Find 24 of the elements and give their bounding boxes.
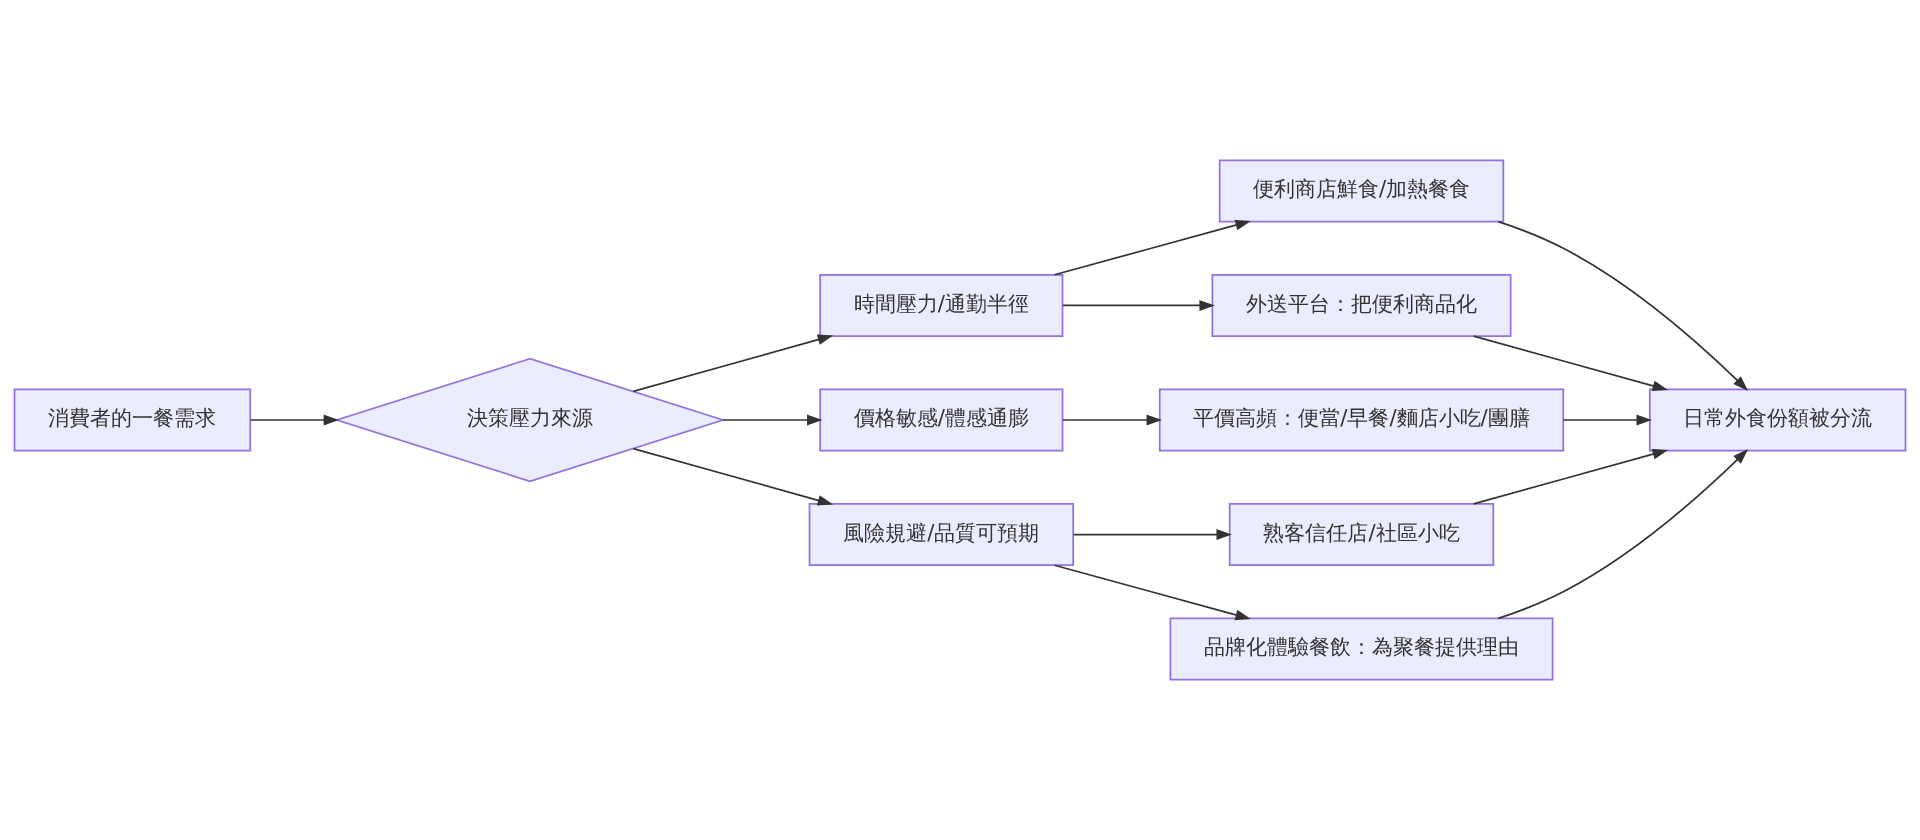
arrow [1062, 300, 1215, 311]
arrow [1562, 414, 1652, 426]
arrow [722, 414, 823, 426]
arrow [1053, 564, 1251, 621]
node-box: 風險規避/品質可預期 [808, 503, 1075, 566]
arrow [1472, 335, 1669, 392]
arrow [1497, 220, 1749, 391]
node-box: 時間壓力/通勤半徑 [819, 274, 1064, 337]
arrow [1497, 449, 1749, 620]
arrow [1472, 448, 1669, 505]
node-box: 價格敏感/體感通膨 [819, 388, 1064, 452]
node-box: 消費者的一餐需求 [13, 388, 252, 452]
arrow [1062, 414, 1162, 426]
node-box: 日常外食份額被分流 [1648, 388, 1907, 452]
node-box: 便利商店鮮食/加熱餐食 [1218, 159, 1505, 223]
arrow [632, 334, 834, 393]
arrow [1072, 529, 1232, 540]
arrow [632, 447, 834, 506]
arrow [249, 414, 340, 426]
node-box: 平價高頻：便當/早餐/麵店小吃/團膳 [1158, 388, 1565, 452]
node-box: 外送平台：把便利商品化 [1211, 274, 1512, 337]
arrow [1053, 219, 1251, 276]
node-box: 熟客信任店/社區小吃 [1228, 503, 1495, 566]
node-box: 品牌化體驗餐飲：為聚餐提供理由 [1169, 617, 1554, 681]
